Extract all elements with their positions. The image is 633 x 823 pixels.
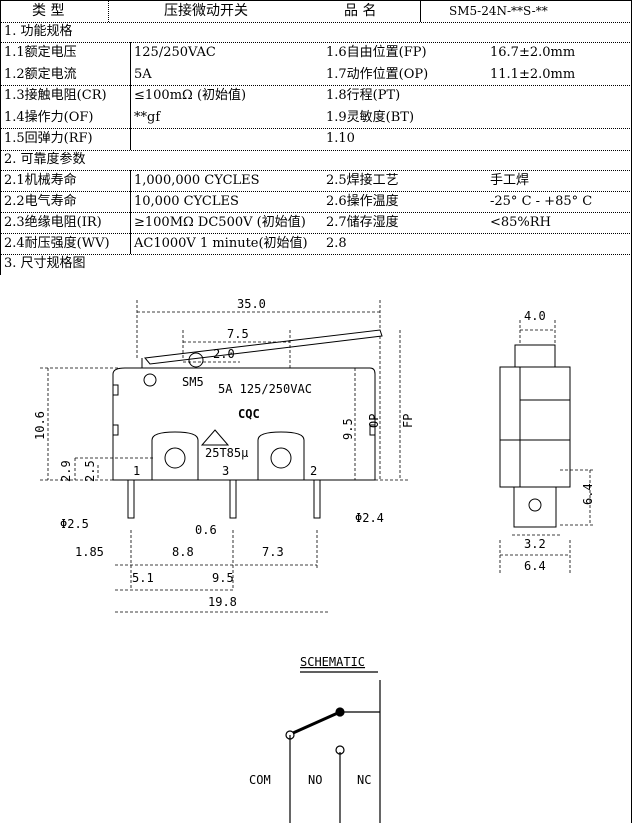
side-view: [499, 344, 571, 528]
lever: [144, 329, 383, 365]
dim-phi-2-4: Φ2.4: [355, 511, 384, 525]
section2-cell: 手工焊: [490, 173, 530, 188]
dim-9-5-v: 9.5: [341, 418, 355, 440]
section2-cell: ≥100MΩ DC500V (初始值): [134, 215, 306, 230]
dim-2-5: 2.5: [83, 460, 97, 482]
dim-fp: FP: [401, 414, 415, 428]
dim-2-9: 2.9: [59, 460, 73, 482]
section2-cell: 10,000 CYCLES: [134, 194, 239, 209]
dim-op: OP: [367, 414, 381, 428]
section1-cell: 1.5回弹力(RF): [4, 131, 93, 147]
section3-title: 3. 尺寸规格图: [4, 256, 86, 271]
type-value: 压接微动开关: [164, 3, 248, 19]
dim-6-4: 6.4: [524, 559, 546, 573]
name-label: 品 名: [344, 3, 377, 19]
pin-3: 3: [222, 464, 229, 478]
dim-phi-2-5: Φ2.5: [60, 517, 89, 531]
label-nc: NC: [357, 773, 371, 787]
section2-cell: <85%RH: [490, 215, 551, 230]
terminal-2: [257, 431, 305, 480]
dim-9-5: 9.5: [212, 571, 234, 585]
dim-8-8: 8.8: [172, 545, 194, 559]
dim-10-6: 10.6: [33, 411, 47, 440]
marking-model: SM5: [182, 375, 204, 389]
dim-0-6: 0.6: [195, 523, 217, 537]
section1-cell: 1.2额定电流: [4, 66, 77, 82]
pin-1: 1: [133, 464, 140, 478]
pin-2: 2: [310, 464, 317, 478]
section1-title: 1. 功能规格: [4, 24, 73, 39]
dim-6-4-v: 6.4: [581, 483, 595, 505]
label-com: COM: [249, 773, 271, 787]
dim-35: 35.0: [237, 297, 266, 311]
section2-cell: 2.4耐压强度(WV): [4, 236, 110, 251]
schematic-diagram: [285, 671, 381, 823]
dim-3-2: 3.2: [524, 537, 546, 551]
section1-cell: **gf: [134, 109, 161, 125]
section1-cell: 1.10: [326, 131, 355, 147]
dim-5-1: 5.1: [132, 571, 154, 585]
dim-7-5: 7.5: [227, 327, 249, 341]
dim-1-85: 1.85: [75, 545, 104, 559]
section2-cell: 2.6操作温度: [326, 194, 399, 209]
section1-cell: 16.7±2.0mm: [490, 45, 576, 60]
section1-cell: 1.7动作位置(OP): [326, 66, 429, 82]
section2-cell: 2.5焊接工艺: [326, 173, 399, 188]
dim-4-0: 4.0: [524, 309, 546, 323]
section2-cell: 2.1机械寿命: [4, 173, 77, 188]
section2-title: 2. 可靠度参数: [4, 152, 86, 167]
dim-2-0: 2.0: [213, 347, 235, 361]
section2-cell: 2.8: [326, 236, 347, 251]
section1-cell: ≤100mΩ (初始值): [134, 88, 247, 104]
section1-cell: 1.3接触电阻(CR): [4, 88, 107, 104]
section2-cell: 1,000,000 CYCLES: [134, 173, 260, 188]
name-value: SM5-24N-**S-**: [449, 4, 548, 18]
label-no: NO: [308, 773, 322, 787]
section1-cell: 1.9灵敏度(BT): [326, 109, 415, 125]
section2-cell: AC1000V 1 minute(初始值): [134, 236, 308, 251]
schematic-title: SCHEMATIC: [300, 655, 365, 669]
section1-cell: 11.1±2.0mm: [490, 66, 576, 82]
section1-cell: 1.8行程(PT): [326, 88, 401, 104]
section1-cell: 1.1额定电压: [4, 45, 77, 60]
dim-19-8: 19.8: [208, 595, 237, 609]
section1-cell: 125/250VAC: [134, 45, 216, 60]
marking-rating: 5A 125/250VAC: [218, 382, 312, 396]
type-label: 类 型: [32, 3, 65, 19]
marking-cqc: CQC: [238, 407, 260, 421]
terminal-1: [151, 431, 199, 480]
section2-cell: 2.2电气寿命: [4, 194, 77, 209]
section2-cell: -25° C - +85° C: [490, 194, 593, 209]
section1-cell: 5A: [134, 66, 152, 82]
section1-cell: 1.4操作力(OF): [4, 109, 94, 125]
section2-cell: 2.7储存湿度: [326, 215, 399, 230]
section1-cell: 1.6自由位置(FP): [326, 45, 427, 60]
section2-cell: 2.3绝缘电阻(IR): [4, 215, 102, 230]
dim-7-3: 7.3: [262, 545, 284, 559]
marking-temp: 25T85μ: [205, 446, 248, 460]
